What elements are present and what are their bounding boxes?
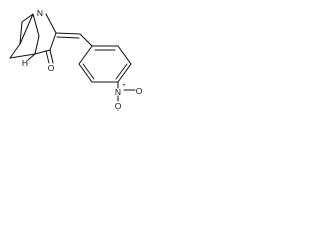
- bond-c3-o-double: [45, 50, 50, 64]
- bond-bridge-mid-ch: [34, 35, 40, 55]
- bond-left-lower: [9, 43, 21, 59]
- bond-c3-c2: [49, 32, 57, 51]
- bond-bottom-left: [9, 53, 36, 59]
- nitro-nitrogen-label: N: [115, 87, 121, 97]
- bridgehead-hydrogen-bond: [27, 53, 36, 61]
- bond-n-bridge-mid: [32, 13, 40, 37]
- bond-n-c2: [45, 13, 57, 34]
- bond-ch-aryl: [79, 33, 93, 47]
- nitro-oxygen-bottom-label: O: [115, 101, 122, 111]
- nitro-oxygen-top-label: O: [136, 86, 143, 96]
- exocyclic-alkene: [55, 32, 93, 47]
- bond-n-left: [19, 13, 34, 45]
- bridgehead-hydrogen-label: H: [22, 58, 28, 68]
- ring-inner-bond-c: [82, 63, 95, 80]
- bond-n-bridge-top: [21, 13, 34, 23]
- ring-bond-6: [78, 45, 93, 65]
- ring-inner-bond-b: [115, 63, 128, 80]
- ring-bond-5: [78, 63, 93, 83]
- bond-bridgehead-c3: [34, 49, 51, 55]
- quinuclidine-cage: [9, 13, 57, 59]
- bridgehead-nitrogen-label: N: [37, 8, 43, 18]
- bond-bridge-top-c: [19, 21, 23, 45]
- bond-c3-o: [49, 49, 54, 64]
- benzene-ring: [78, 45, 132, 83]
- chemical-structure-diagram: N H O N + O O -: [9, 8, 143, 113]
- nitro-nitrogen-charge: +: [122, 83, 126, 89]
- carbonyl-group: [45, 49, 54, 64]
- bond-c2-ch: [55, 32, 81, 35]
- ring-bond-2: [117, 45, 132, 65]
- nitro-oxygen-charge: -: [117, 108, 119, 113]
- bond-ch-h: [27, 53, 36, 61]
- ring-bond-3: [117, 63, 132, 83]
- nitro-group-bonds: [117, 81, 136, 102]
- carbonyl-oxygen-label: O: [48, 63, 55, 73]
- bond-c2-ch-double: [56, 36, 80, 39]
